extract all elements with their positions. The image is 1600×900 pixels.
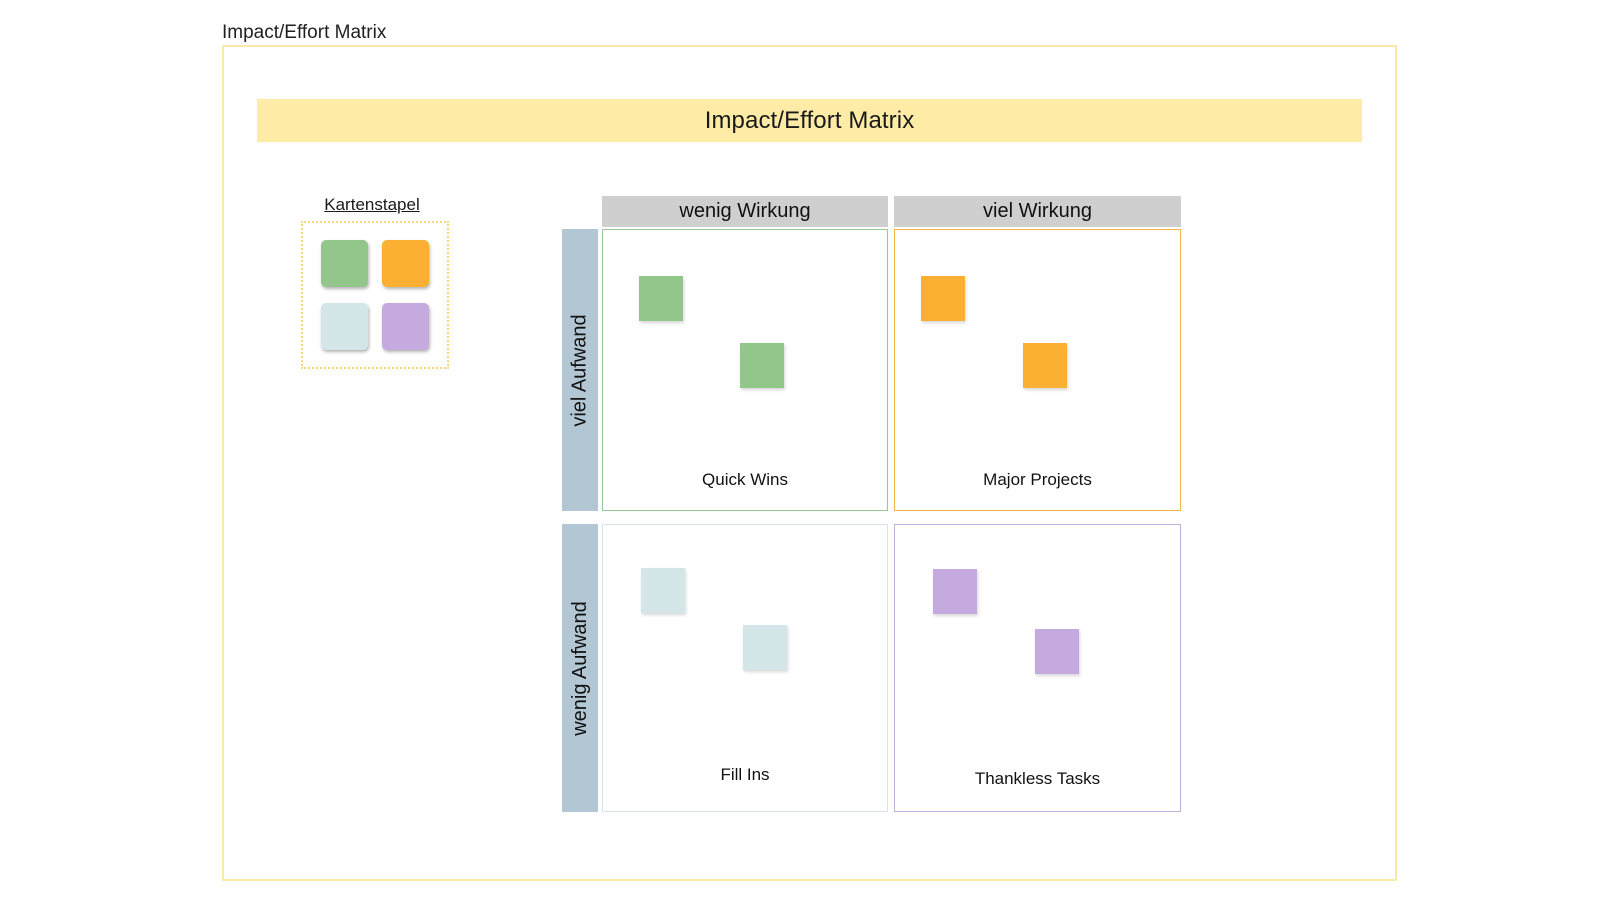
column-header-label: viel Wirkung	[983, 200, 1092, 222]
card-major-projects-1[interactable]	[921, 276, 965, 321]
card-stack-container[interactable]	[301, 221, 449, 369]
column-header-low-impact: wenig Wirkung	[602, 196, 888, 227]
card-stack-grid	[303, 223, 447, 367]
stack-purple-card[interactable]	[382, 303, 429, 350]
quadrant-quick-wins[interactable]: Quick Wins	[602, 229, 888, 511]
stack-lightblue-card[interactable]	[321, 303, 368, 350]
banner: Impact/Effort Matrix	[257, 99, 1362, 142]
page-title: Impact/Effort Matrix	[222, 22, 387, 43]
row-header-low-effort: wenig Aufwand	[562, 524, 598, 812]
card-quick-wins-1[interactable]	[639, 276, 683, 321]
card-thankless-tasks-2[interactable]	[1035, 629, 1079, 674]
banner-title: Impact/Effort Matrix	[704, 106, 915, 134]
quadrant-label: Fill Ins	[720, 765, 770, 784]
stack-orange-card[interactable]	[382, 240, 429, 287]
quadrant-label: Major Projects	[983, 470, 1092, 489]
row-header-label: wenig Aufwand	[568, 600, 591, 736]
column-header-high-impact: viel Wirkung	[894, 196, 1181, 227]
row-header-high-effort: viel Aufwand	[562, 229, 598, 511]
quadrant-fill-ins[interactable]: Fill Ins	[602, 524, 888, 812]
card-fill-ins-1[interactable]	[641, 568, 685, 613]
card-quick-wins-2[interactable]	[740, 343, 784, 388]
row-header-label: viel Aufwand	[568, 313, 591, 427]
column-header-label: wenig Wirkung	[679, 200, 811, 222]
card-stack-title: Kartenstapel	[324, 195, 420, 214]
quadrant-major-projects[interactable]: Major Projects	[894, 229, 1181, 511]
card-thankless-tasks-1[interactable]	[933, 569, 977, 614]
quadrant-label: Thankless Tasks	[974, 769, 1101, 788]
card-fill-ins-2[interactable]	[743, 625, 787, 670]
quadrant-thankless-tasks[interactable]: Thankless Tasks	[894, 524, 1181, 812]
card-major-projects-2[interactable]	[1023, 343, 1067, 388]
quadrant-label: Quick Wins	[702, 470, 788, 489]
stack-green-card[interactable]	[321, 240, 368, 287]
